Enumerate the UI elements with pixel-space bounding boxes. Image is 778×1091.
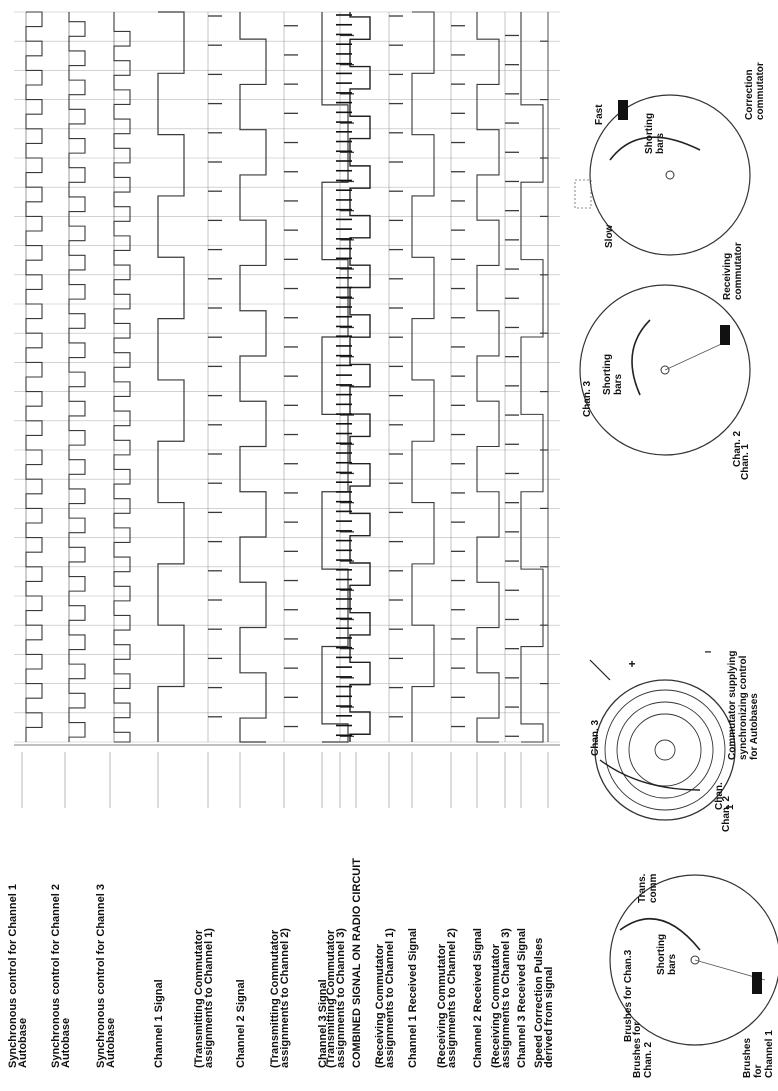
shorting-bar: [619, 917, 701, 951]
row-label-4: Channel 1 Signal: [153, 979, 165, 1068]
corr-shorting-bar: [609, 136, 701, 161]
receiving-commutator: [579, 284, 751, 456]
row-labels: Synchronous control for Channel 1Autobas…: [7, 752, 555, 1068]
relay-box: [574, 179, 592, 209]
rx-chan3-label: Chan. 3: [582, 380, 593, 417]
commutator-hub: [660, 365, 670, 375]
brushes-chan3-label: Brushes for Chan.3: [623, 949, 634, 1042]
sync-ring: [628, 713, 702, 787]
sync-control-wave: [113, 12, 131, 743]
row-label-8: Channel 3 Signal: [317, 979, 329, 1068]
corr-caption: Correctioncommutator: [744, 62, 766, 120]
channel-signal-wave: [157, 11, 185, 742]
received-signal-wave: [411, 11, 435, 742]
received-signal-wave: [476, 12, 500, 743]
row-label-12: Channel 1 Received Signal: [407, 928, 419, 1068]
row-label-14: Channel 2 Received Signal: [472, 928, 484, 1068]
fast-label: Fast: [594, 104, 605, 125]
sync-commutator: [589, 659, 736, 821]
brushes-chan1-label: BrushesforChannel 1: [742, 1030, 775, 1078]
rx-chan1-label: Chan. 1: [740, 443, 751, 480]
commutator-rim: [589, 94, 751, 256]
row-label-3: Synchronous control for Channel 3Autobas…: [95, 884, 117, 1068]
rx-caption: Receivingcommutator: [722, 242, 744, 300]
commutator-rim: [609, 874, 778, 1046]
channel-signal-wave: [239, 12, 267, 743]
sync-ring: [594, 679, 736, 821]
corr-brush: [618, 100, 628, 120]
row-label-5: (Transmitting Commutatorassignments to C…: [193, 928, 215, 1068]
brushes-chan2-label: Brushes forChan. 2: [632, 1022, 654, 1078]
sync-ring: [654, 739, 676, 761]
rx-chan2-label: Chan. 2: [732, 430, 743, 467]
pulse-grid: [14, 11, 560, 743]
slow-label: Slow: [604, 224, 615, 248]
commutator-hub: [690, 955, 700, 965]
sync-caption: Commutator supplyingsynchronizing contro…: [727, 651, 760, 760]
brush-block: [752, 972, 762, 994]
sync-chan2-label: Chan. 2: [721, 795, 732, 832]
sync-wire: [599, 759, 701, 791]
rx-shorting-bars-label: Shortingbars: [602, 354, 624, 395]
rx-shorting-bar: [631, 319, 651, 396]
minus-terminal: –: [705, 644, 712, 658]
row-label-17: Speed Correction Pulsesderived from sign…: [533, 938, 555, 1068]
row-label-10: COMBINED SIGNAL ON RADIO CIRCUIT: [351, 858, 363, 1068]
row-label-16: Channel 3 Received Signal: [516, 928, 528, 1068]
trans-comm-label: Trans.comm: [637, 873, 659, 903]
row-label-7: (Transmitting Commutatorassignments to C…: [269, 928, 291, 1068]
plus-terminal: +: [628, 657, 635, 671]
sync-ring: [616, 701, 714, 799]
commutator-hub: [665, 170, 675, 180]
row-label-6: Channel 2 Signal: [235, 979, 247, 1068]
row-label-11: (Receiving Commutatorassignments to Chan…: [374, 928, 396, 1068]
sync-chan1-label: Chan.1: [714, 782, 736, 810]
signal-traces: [14, 11, 560, 746]
sync-chan3-label: Chan. 3: [590, 719, 601, 756]
corr-shorting-bars-label: Shortingbars: [644, 113, 666, 154]
commutator-rim: [579, 284, 751, 456]
received-signal-wave: [520, 12, 544, 743]
row-label-1: Synchronous control for Channel 1Autobas…: [7, 884, 29, 1068]
sync-ring: [604, 689, 726, 811]
correction-commutator: [574, 94, 751, 256]
rx-arm: [664, 339, 731, 371]
sync-control-wave: [68, 12, 86, 742]
row-label-13: (Receiving Commutatorassignments to Chan…: [436, 928, 458, 1068]
row-label-15: (Receiving Commutatorassignments to Chan…: [490, 928, 512, 1068]
combined-signal-wave: [349, 12, 371, 742]
sync-lead: [589, 659, 611, 681]
tx-shorting-bars-label: Shortingbars: [656, 934, 678, 975]
rx-brush: [720, 325, 730, 345]
row-label-9: (Transmitting Commutatorassignments to C…: [325, 928, 347, 1068]
row-label-2: Synchronous control for Channel 2Autobas…: [50, 884, 72, 1068]
transmitting-commutator: [609, 874, 778, 1046]
sync-control-wave: [25, 11, 43, 742]
